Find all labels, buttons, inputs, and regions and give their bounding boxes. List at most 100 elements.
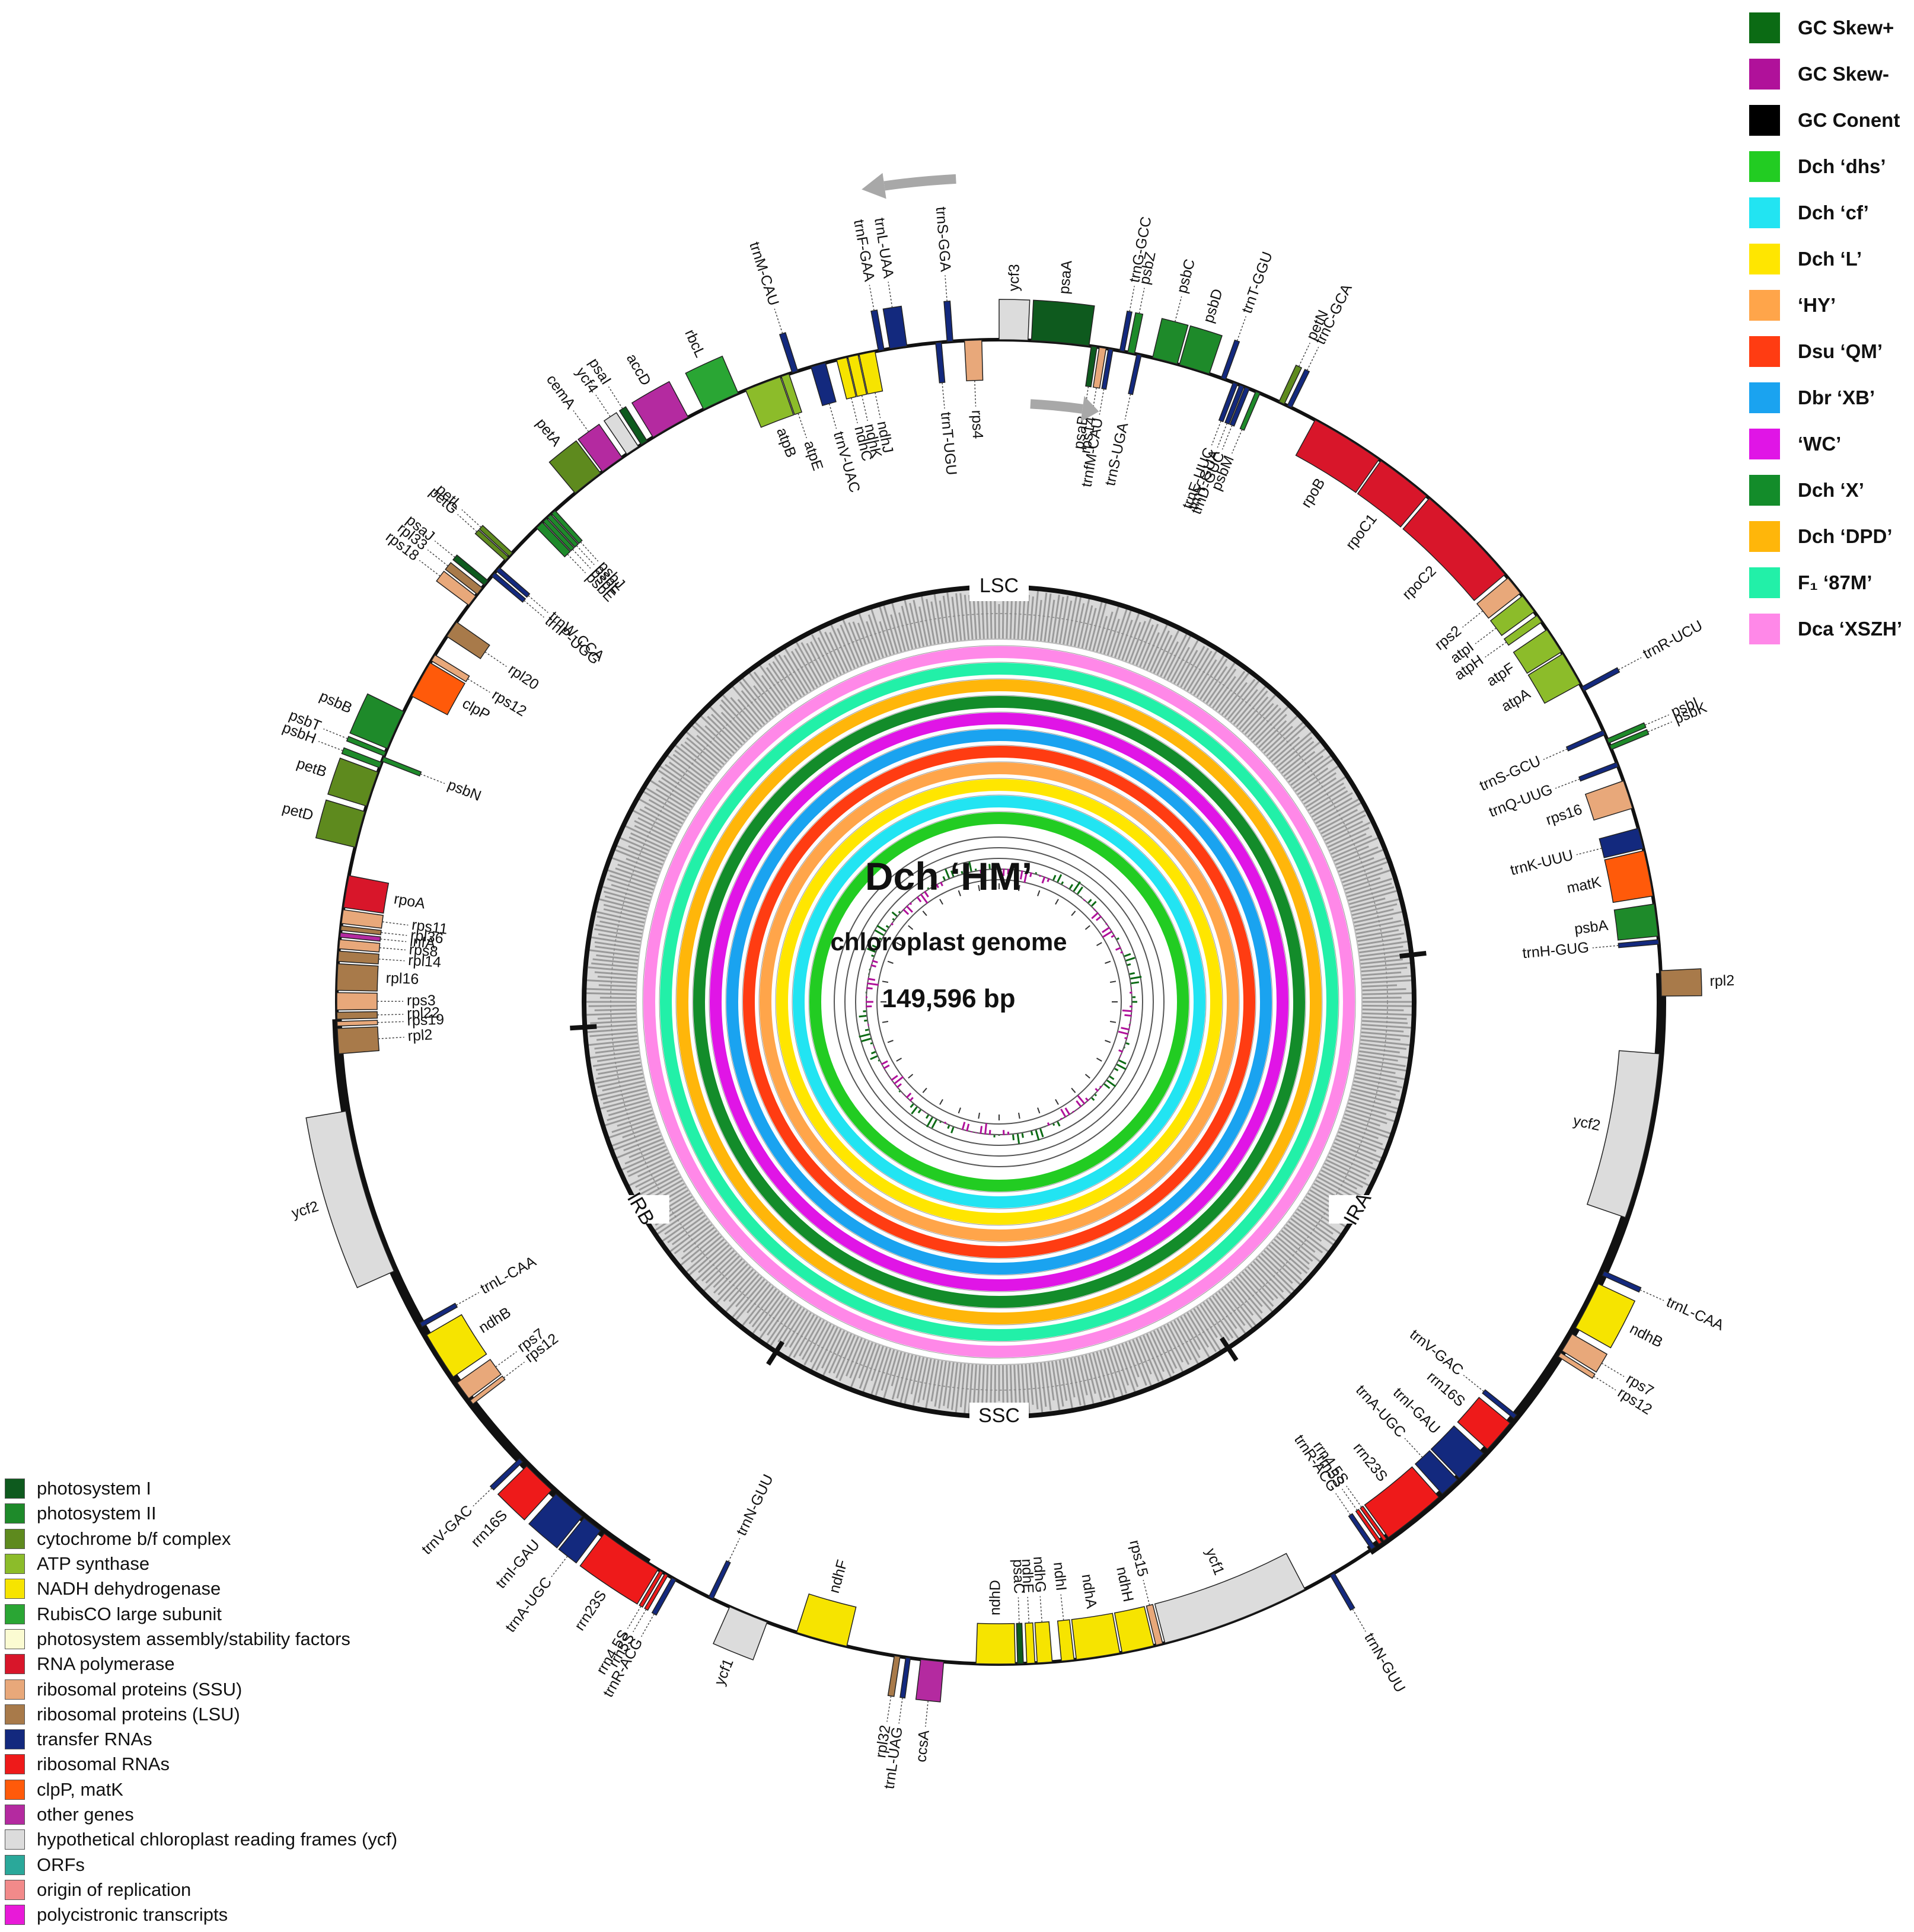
gene-label: rpl22 bbox=[407, 1004, 440, 1021]
gene-trnP-UGG bbox=[491, 571, 527, 603]
gene-leader bbox=[1221, 425, 1233, 450]
gene-petB bbox=[327, 757, 379, 807]
gene-rpl2 bbox=[337, 1026, 380, 1055]
legend-top-swatch bbox=[1749, 290, 1780, 321]
gene-rrn23S bbox=[1364, 1466, 1440, 1538]
gene-psbC bbox=[1151, 318, 1189, 365]
gene-leader bbox=[1027, 1596, 1030, 1623]
legend-top-item: GC Skew- bbox=[1749, 51, 1909, 97]
gene-ndhD bbox=[975, 1623, 1016, 1665]
gene-label: trnN-GUU bbox=[733, 1472, 777, 1538]
gene-rpoB bbox=[1295, 419, 1380, 493]
gene-label: rpoC2 bbox=[1399, 563, 1440, 603]
gene-label: rpl14 bbox=[408, 952, 442, 971]
gene-trnF-GAA bbox=[870, 309, 885, 352]
legend-bottom-item: polycistronic transcripts bbox=[5, 1902, 538, 1927]
gene-label: ycf1 bbox=[711, 1656, 736, 1688]
gene-rpl36 bbox=[340, 925, 382, 935]
gene-label: rps12 bbox=[489, 686, 529, 720]
gene-ndhE bbox=[1025, 1622, 1036, 1664]
gene-label: ndhB bbox=[1627, 1320, 1666, 1351]
gene-leader bbox=[1576, 848, 1602, 855]
gene-label: ndhA bbox=[1079, 1573, 1100, 1610]
gene-petN bbox=[1278, 365, 1303, 405]
legend-bottom-label: transfer RNAs bbox=[37, 1729, 152, 1750]
gene-label: psbC bbox=[1173, 257, 1198, 295]
gene-rrn4.5S bbox=[1360, 1505, 1387, 1542]
gene-ndhA bbox=[1071, 1612, 1121, 1660]
legend-bottom-item: clpP, matK bbox=[5, 1777, 538, 1802]
gene-leader bbox=[420, 773, 445, 784]
gene-rps12 bbox=[1558, 1352, 1596, 1379]
gene-leader bbox=[1124, 394, 1131, 420]
legend-bottom-item: transfer RNAs bbox=[5, 1727, 538, 1752]
gene-leader bbox=[850, 397, 858, 423]
gene-trnfM-CAU bbox=[1101, 348, 1114, 390]
gene-atpA bbox=[1527, 653, 1581, 704]
gene-leader bbox=[378, 1036, 404, 1039]
gene-leader bbox=[875, 392, 881, 419]
region-label-bg bbox=[1329, 1195, 1389, 1224]
gene-label: trnT-UGU bbox=[937, 411, 960, 476]
comparison-rings bbox=[642, 645, 1356, 1359]
gene-ndhB bbox=[1575, 1283, 1636, 1349]
gene-trnS-GCU bbox=[1565, 730, 1606, 752]
direction-arrows bbox=[862, 173, 1099, 422]
gene-trnE-UUC bbox=[1218, 382, 1239, 423]
gene-rpl20 bbox=[446, 621, 490, 660]
legend-top-label: F₁ ‘87M’ bbox=[1798, 571, 1872, 593]
gene-leader bbox=[377, 1021, 404, 1023]
legend-top-item: Dbr ‘XB’ bbox=[1749, 375, 1909, 421]
gene-cemA bbox=[578, 423, 623, 472]
gene-leader bbox=[1039, 1596, 1043, 1623]
legend-bottom-item: RNA polymerase bbox=[5, 1652, 538, 1676]
gene-leader bbox=[1060, 1594, 1064, 1621]
gene-trnL-CAA bbox=[1602, 1270, 1642, 1293]
legend-bottom-label: photosystem II bbox=[37, 1503, 157, 1524]
gene-leader bbox=[608, 386, 623, 409]
gene-label: infA bbox=[409, 933, 436, 952]
gene-label: clpP bbox=[460, 695, 493, 723]
gene-psaJ bbox=[452, 554, 489, 586]
gene-trnV-GAC bbox=[1482, 1389, 1518, 1420]
gene-trnM-CAU bbox=[779, 332, 799, 373]
legend-bottom-label: ribosomal proteins (SSU) bbox=[37, 1678, 243, 1700]
gene-psbF bbox=[543, 518, 575, 552]
gene-leader bbox=[774, 308, 783, 334]
legend-top-item: Dsu ‘QM’ bbox=[1749, 328, 1909, 375]
gene-rrn16S bbox=[1457, 1397, 1511, 1450]
gene-rpoA bbox=[343, 874, 390, 914]
gene-leader bbox=[381, 932, 407, 936]
gene-trnI-GAU bbox=[528, 1493, 583, 1548]
gene-atpH bbox=[1503, 615, 1543, 646]
gene-leader bbox=[484, 651, 507, 668]
gene-label: ycf2 bbox=[290, 1198, 321, 1222]
gene-leader bbox=[798, 413, 808, 439]
gene-atpI bbox=[1489, 595, 1535, 636]
genome-size: 149,596 bp bbox=[882, 984, 1016, 1013]
gene-leader bbox=[1475, 627, 1497, 644]
legend-bottom-item: other genes bbox=[5, 1802, 538, 1827]
gene-petA bbox=[548, 440, 601, 494]
gene-matK bbox=[1604, 850, 1654, 903]
legend-bottom-item: hypothetical chloroplast reading frames … bbox=[5, 1827, 538, 1852]
legend-top-swatch bbox=[1749, 382, 1780, 413]
legend-bottom-label: origin of replication bbox=[37, 1879, 192, 1900]
legend-top-label: Dch ‘dhs’ bbox=[1798, 155, 1886, 177]
gene-label: atpB bbox=[773, 426, 800, 460]
gene-leader bbox=[318, 740, 343, 751]
gene-leader bbox=[1231, 429, 1243, 454]
gene-psbZ bbox=[1127, 312, 1144, 355]
gene-petL bbox=[478, 525, 513, 557]
gene-label: rrn16S bbox=[1424, 1368, 1468, 1410]
gene-label: psbD bbox=[1200, 287, 1226, 325]
gene-psbA bbox=[1613, 903, 1659, 941]
gene-rps15 bbox=[1146, 1604, 1163, 1646]
legend-bottom-item: ORFs bbox=[5, 1852, 538, 1877]
gene-leader bbox=[1174, 296, 1182, 322]
gene-rrn5S bbox=[1355, 1509, 1383, 1545]
gene-label: rrn23S bbox=[571, 1588, 610, 1634]
gene-leader bbox=[473, 1487, 493, 1507]
legend-top-swatch bbox=[1749, 567, 1780, 598]
legend-bottom-label: RNA polymerase bbox=[37, 1653, 175, 1675]
